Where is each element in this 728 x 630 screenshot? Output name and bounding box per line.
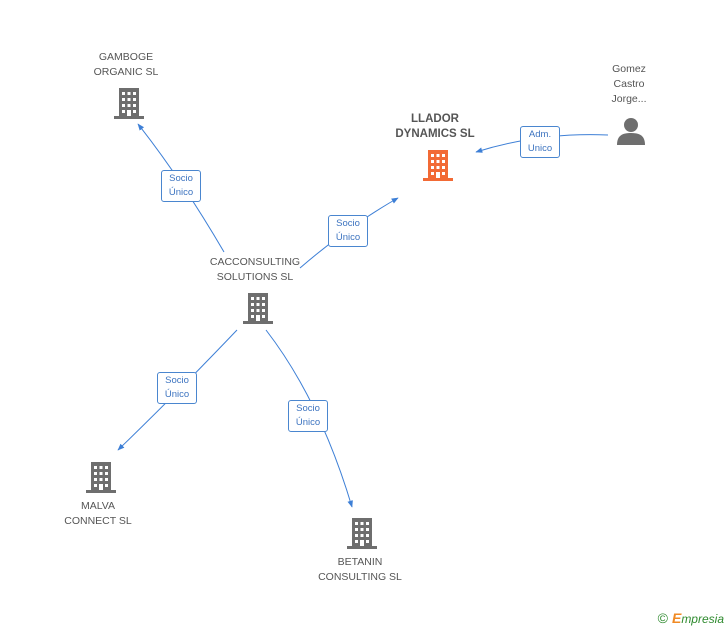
building-icon[interactable] [422,148,454,182]
edge-label-to-malva[interactable]: Socio Único [157,372,197,404]
node-label-gomez[interactable]: Gomez Castro Jorge... [611,63,647,105]
node-label-betanin[interactable]: BETANIN CONSULTING SL [318,556,402,583]
copyright-symbol: © [657,610,668,626]
building-icon[interactable] [346,516,378,550]
building-icon[interactable] [85,460,117,494]
edge-label-line1: Socio [169,173,193,184]
brand-logo: Empresia [672,610,724,626]
edge-label-line1: Socio [296,403,320,414]
edge-label-line1: Socio [336,218,360,229]
edge-label-line1: Adm. [528,129,552,140]
brand-name: mpresia [681,612,724,626]
edge-label-line2: Único [335,232,361,243]
edge-label-to-betanin[interactable]: Socio Único [288,400,328,432]
person-icon[interactable] [616,116,646,146]
edge-label-line2: Único [168,187,194,198]
node-label-cacconsulting[interactable]: CACCONSULTING SOLUTIONS SL [209,256,301,283]
node-label-llador[interactable]: LLADOR DYNAMICS SL [395,113,475,140]
building-icon[interactable] [113,86,145,120]
edge-label-line2: Único [164,389,190,400]
edge-label-line2: Único [295,417,321,428]
node-label-malva[interactable]: MALVA CONNECT SL [64,500,132,527]
node-label-gamboge[interactable]: GAMBOGE ORGANIC SL [93,51,159,78]
edge-label-line2: Unico [527,143,553,154]
edge-label-to-llador[interactable]: Socio Único [328,215,368,247]
footer-brand: © Empresia [658,610,724,626]
brand-initial: E [671,610,682,626]
edge-label-gomez-to-llador[interactable]: Adm. Unico [520,126,560,158]
edge-label-to-gamboge[interactable]: Socio Único [161,170,201,202]
building-icon[interactable] [242,291,274,325]
edge-label-line1: Socio [165,375,189,386]
